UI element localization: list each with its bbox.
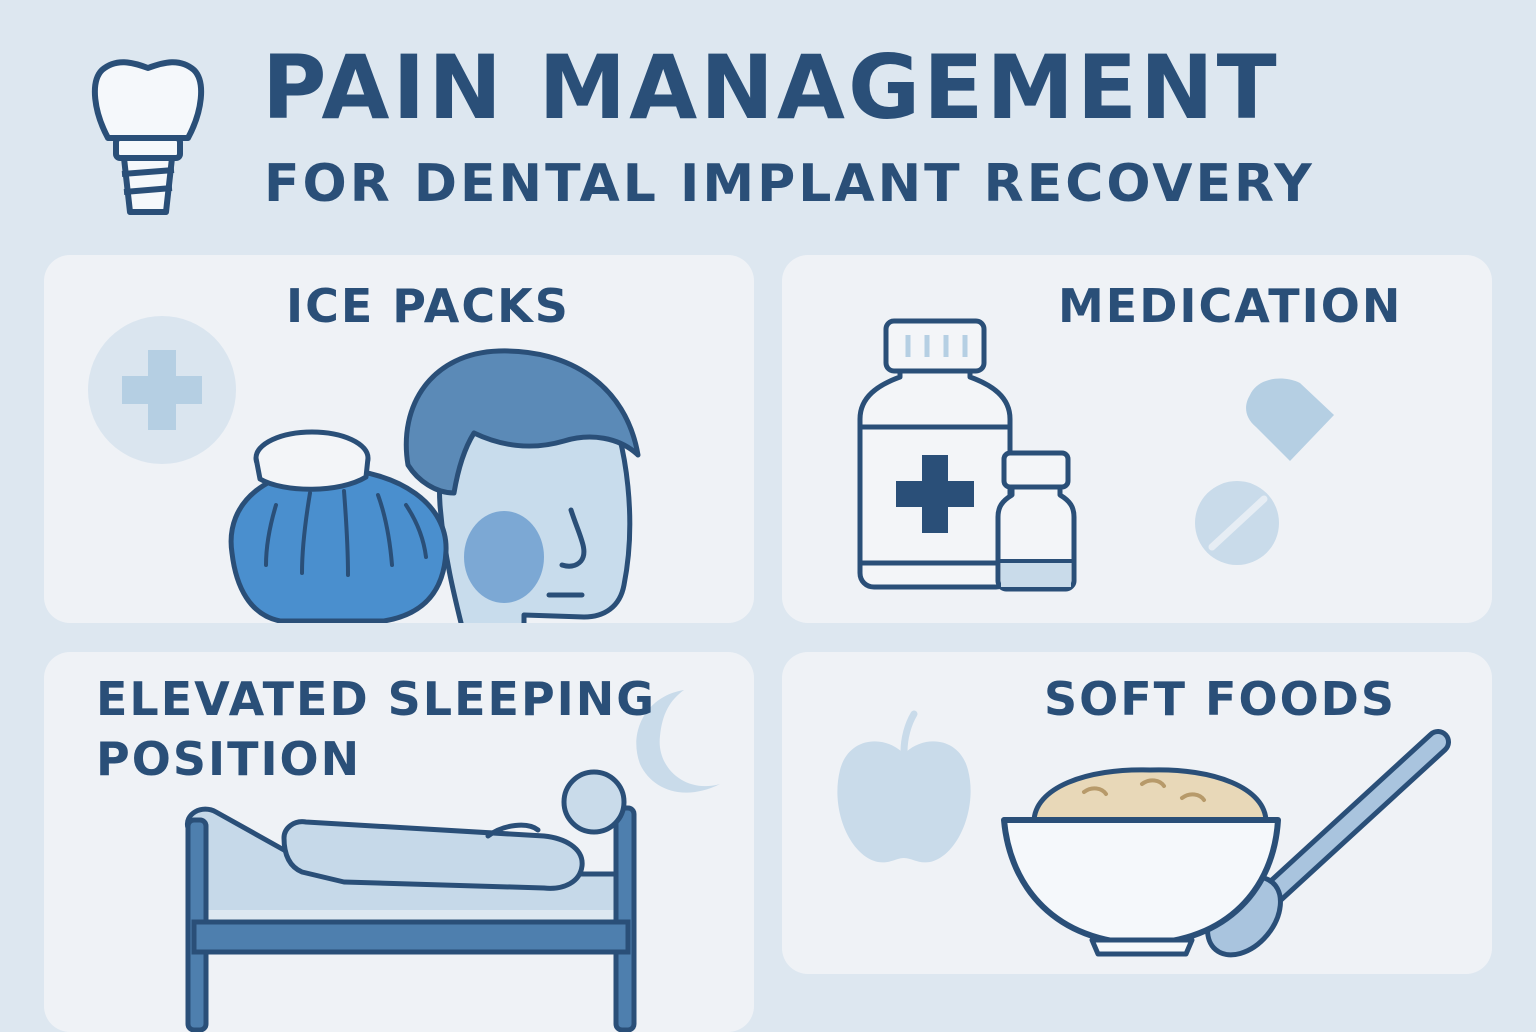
person-face-icon xyxy=(403,348,641,623)
ice-packs-illustration xyxy=(88,316,641,623)
medicine-bottle-icon xyxy=(857,318,1013,590)
card-title-medication: MEDICATION xyxy=(1058,279,1403,333)
card-soft-foods: SOFT FOODS xyxy=(782,652,1492,974)
card-medication: MEDICATION xyxy=(782,255,1492,623)
apple-icon xyxy=(837,710,971,863)
elevated-sleeping-illustration xyxy=(184,690,720,1032)
bed-icon xyxy=(184,805,637,1032)
tablet-icon xyxy=(1195,481,1279,565)
medication-illustration xyxy=(857,318,1334,592)
small-vial-icon xyxy=(995,450,1077,592)
resting-person-icon xyxy=(281,769,627,891)
card-elevated-sleeping: ELEVATED SLEEPING POSITION xyxy=(44,652,754,1032)
header: PAIN MANAGEMENT FOR DENTAL IMPLANT RECOV… xyxy=(0,0,1536,250)
card-title-soft-foods: SOFT FOODS xyxy=(1044,672,1396,726)
page-title: PAIN MANAGEMENT xyxy=(262,36,1280,139)
card-title-elevated-sleeping-line1: ELEVATED SLEEPING xyxy=(96,672,657,726)
card-title-ice-packs: ICE PACKS xyxy=(286,279,570,333)
medical-cross-icon xyxy=(88,316,236,464)
card-ice-packs: ICE PACKS xyxy=(44,255,754,623)
ice-pack-icon xyxy=(228,429,449,623)
dental-implant-icon xyxy=(91,59,205,215)
page-subtitle: FOR DENTAL IMPLANT RECOVERY xyxy=(264,154,1315,214)
soft-foods-illustration xyxy=(837,710,1451,958)
pill-icon xyxy=(1246,378,1334,461)
card-title-elevated-sleeping-line2: POSITION xyxy=(96,732,362,786)
porridge-bowl-icon xyxy=(1001,767,1281,957)
moon-icon xyxy=(636,690,720,793)
